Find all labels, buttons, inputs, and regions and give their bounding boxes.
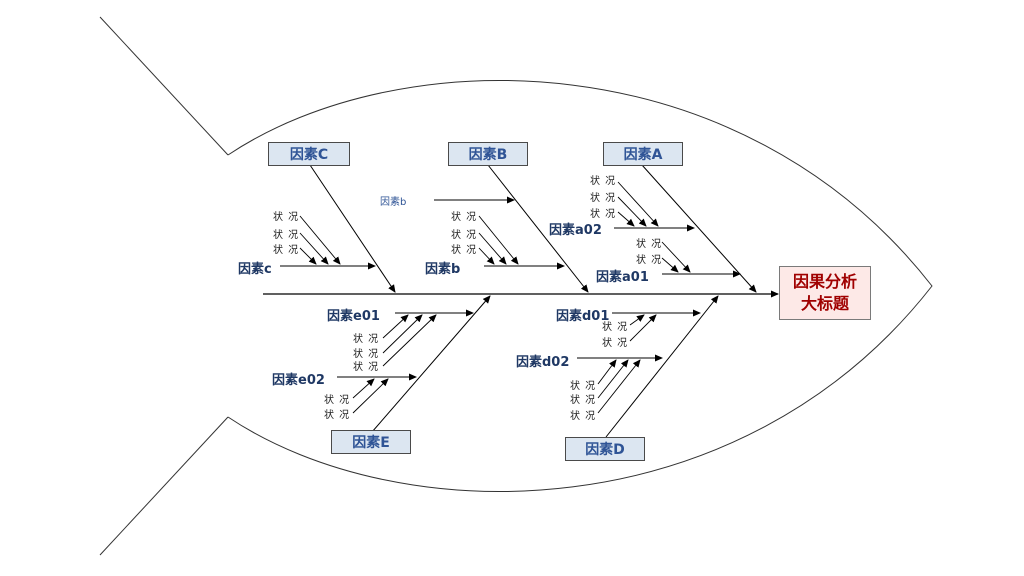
status-label: 状 况	[570, 381, 597, 392]
tick	[617, 211, 635, 227]
category-box-E: 因素E	[331, 430, 411, 454]
title-box: 因果分析 大标题	[779, 266, 871, 320]
tick	[352, 378, 375, 399]
bone-B	[487, 164, 589, 293]
category-box-D: 因素D	[565, 437, 645, 461]
tick	[597, 359, 629, 399]
status-label: 状 况	[273, 212, 300, 223]
status-label: 状 况	[451, 245, 478, 256]
tick	[478, 247, 495, 265]
tick	[617, 181, 659, 227]
category-box-B: 因素B	[448, 142, 528, 166]
status-label: 状 况	[590, 193, 617, 204]
tick	[661, 241, 691, 273]
factor-label-d02: 因素d02	[516, 355, 570, 370]
status-label: 状 况	[590, 176, 617, 187]
tick	[597, 359, 617, 385]
fish-tail-upper	[99, 16, 229, 156]
tick	[597, 359, 641, 414]
factor-label-c: 因素c	[238, 262, 272, 277]
status-label: 状 况	[324, 410, 351, 421]
status-label: 状 况	[451, 230, 478, 241]
title-line-1: 因果分析	[792, 272, 857, 291]
category-box-C: 因素C	[268, 142, 350, 166]
factor-label-e02: 因素e02	[272, 373, 325, 388]
tick	[382, 314, 409, 339]
status-label: 状 况	[353, 334, 380, 345]
status-label: 状 况	[636, 239, 663, 250]
factor-label-d01: 因素d01	[556, 309, 610, 324]
status-label: 状 况	[602, 338, 629, 349]
status-label: 状 况	[451, 212, 478, 223]
status-label: 状 况	[353, 362, 380, 373]
factor-label-a02: 因素a02	[549, 223, 602, 238]
status-label: 状 况	[324, 395, 351, 406]
tick	[478, 232, 507, 265]
tick	[299, 247, 317, 265]
tick	[617, 196, 647, 227]
bone-E	[371, 295, 491, 433]
factor-label-a01: 因素a01	[596, 270, 649, 285]
tick	[629, 314, 645, 326]
fish-tail-lower	[99, 416, 229, 556]
factor-label-e01: 因素e01	[327, 309, 380, 324]
tick	[661, 257, 679, 273]
status-label: 状 况	[590, 209, 617, 220]
bone-D	[605, 295, 719, 438]
status-label: 状 况	[273, 230, 300, 241]
status-label: 状 况	[636, 255, 663, 266]
tick	[629, 314, 657, 342]
status-label: 状 况	[570, 395, 597, 406]
fish-body-outline	[227, 80, 933, 492]
category-box-A: 因素A	[603, 142, 683, 166]
tick	[352, 378, 389, 414]
status-label: 状 况	[353, 349, 380, 360]
tick	[299, 215, 341, 265]
status-label: 状 况	[273, 245, 300, 256]
status-label: 状 况	[570, 411, 597, 422]
status-label: 状 况	[602, 322, 629, 333]
title-line-2: 大标题	[800, 294, 849, 313]
bone-C	[309, 164, 396, 293]
factor-label-b-small: 因素b	[380, 197, 407, 208]
tick	[382, 314, 437, 367]
tick	[299, 232, 329, 265]
factor-label-b: 因素b	[425, 262, 461, 277]
tick	[478, 215, 519, 265]
tick	[382, 314, 423, 354]
